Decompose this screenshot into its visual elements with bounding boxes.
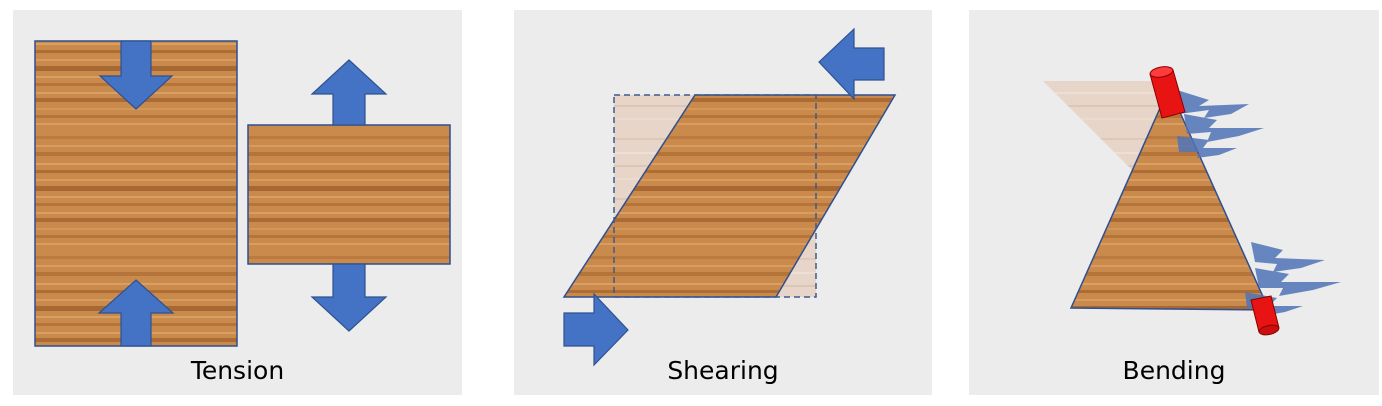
shearing-caption: Shearing (667, 356, 779, 385)
up-arrow-icon (97, 279, 175, 347)
flow-arrow-icon (1251, 242, 1325, 272)
sheared-wood-block (562, 94, 897, 298)
flow-arrow-icon (1177, 136, 1237, 158)
down-arrow-icon (98, 40, 174, 110)
wide-wood-block (247, 124, 451, 265)
flow-arrow-icon (1184, 114, 1264, 142)
top-pivot-icon (1149, 66, 1186, 119)
upper-flow-arrows (1177, 90, 1264, 158)
shearing-panel: Shearing (514, 10, 932, 395)
left-arrow-icon (818, 27, 885, 101)
shearing-diagram (562, 27, 897, 367)
right-arrow-icon (563, 292, 629, 367)
down-arrow-icon (310, 263, 388, 332)
up-arrow-icon (310, 59, 388, 126)
dashed-outline (613, 94, 817, 298)
tension-panel: Tension (13, 10, 462, 395)
tension-caption: Tension (190, 356, 285, 385)
bending-panel: Bending (969, 10, 1379, 395)
bottom-pivot-icon (1250, 295, 1280, 336)
bending-diagram (1043, 66, 1341, 336)
tension-diagram (34, 40, 451, 347)
bent-wood-triangle (1069, 86, 1271, 311)
flow-arrow-icon (1255, 268, 1341, 296)
bending-caption: Bending (1122, 356, 1226, 385)
flow-arrow-icon (1177, 90, 1249, 118)
